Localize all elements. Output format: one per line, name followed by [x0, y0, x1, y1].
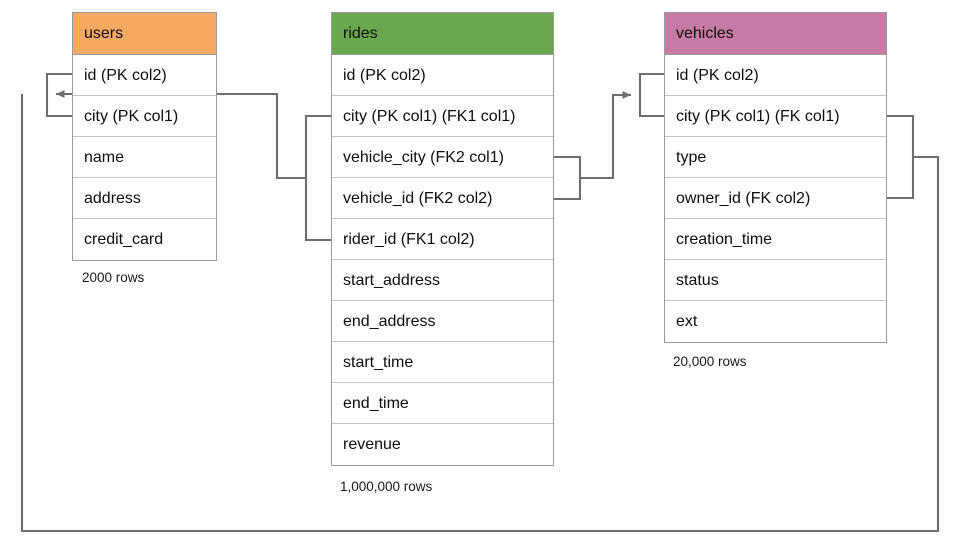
entity-rides-field-vehicle-id[interactable]: vehicle_id (FK2 col2) — [332, 178, 553, 219]
entity-vehicles-field-ext[interactable]: ext — [665, 301, 886, 342]
entity-vehicles-field-owner-id[interactable]: owner_id (FK col2) — [665, 178, 886, 219]
entity-users-field-address[interactable]: address — [73, 178, 216, 219]
entity-vehicles[interactable]: vehicles id (PK col2) city (PK col1) (FK… — [664, 12, 887, 343]
entity-rides[interactable]: rides id (PK col2) city (PK col1) (FK1 c… — [331, 12, 554, 466]
rides-fk1-bracket — [304, 114, 331, 242]
entity-rides-field-city[interactable]: city (PK col1) (FK1 col1) — [332, 96, 553, 137]
entity-users-field-name[interactable]: name — [73, 137, 216, 178]
entity-vehicles-field-creation-time[interactable]: creation_time — [665, 219, 886, 260]
rides-fk2-bracket — [554, 155, 582, 201]
entity-vehicles-row-count: 20,000 rows — [673, 354, 747, 369]
entity-rides-field-rider-id[interactable]: rider_id (FK1 col2) — [332, 219, 553, 260]
entity-rides-field-vehicle-city[interactable]: vehicle_city (FK2 col1) — [332, 137, 553, 178]
entity-rides-header: rides — [332, 13, 553, 55]
entity-rides-field-start-time[interactable]: start_time — [332, 342, 553, 383]
entity-rides-field-end-address[interactable]: end_address — [332, 301, 553, 342]
entity-rides-row-count: 1,000,000 rows — [340, 479, 433, 494]
entity-users-field-credit-card[interactable]: credit_card — [73, 219, 216, 260]
entity-vehicles-field-type[interactable]: type — [665, 137, 886, 178]
entity-rides-field-end-time[interactable]: end_time — [332, 383, 553, 424]
entity-vehicles-field-status[interactable]: status — [665, 260, 886, 301]
vehicles-pk-bracket — [638, 72, 664, 118]
entity-rides-field-id[interactable]: id (PK col2) — [332, 55, 553, 96]
entity-vehicles-header: vehicles — [665, 13, 886, 55]
entity-users-header: users — [73, 13, 216, 55]
entity-users-field-id[interactable]: id (PK col2) — [73, 55, 216, 96]
entity-users[interactable]: users id (PK col2) city (PK col1) name a… — [72, 12, 217, 261]
entity-rides-field-revenue[interactable]: revenue — [332, 424, 553, 465]
entity-vehicles-field-id[interactable]: id (PK col2) — [665, 55, 886, 96]
entity-users-row-count: 2000 rows — [82, 270, 145, 285]
entity-vehicles-field-city[interactable]: city (PK col1) (FK col1) — [665, 96, 886, 137]
vehicles-fk-bracket — [887, 114, 915, 200]
rides-fk2-connector — [580, 91, 631, 180]
users-pk-bracket — [45, 72, 72, 118]
entity-users-field-city[interactable]: city (PK col1) — [73, 96, 216, 137]
entity-rides-field-start-address[interactable]: start_address — [332, 260, 553, 301]
